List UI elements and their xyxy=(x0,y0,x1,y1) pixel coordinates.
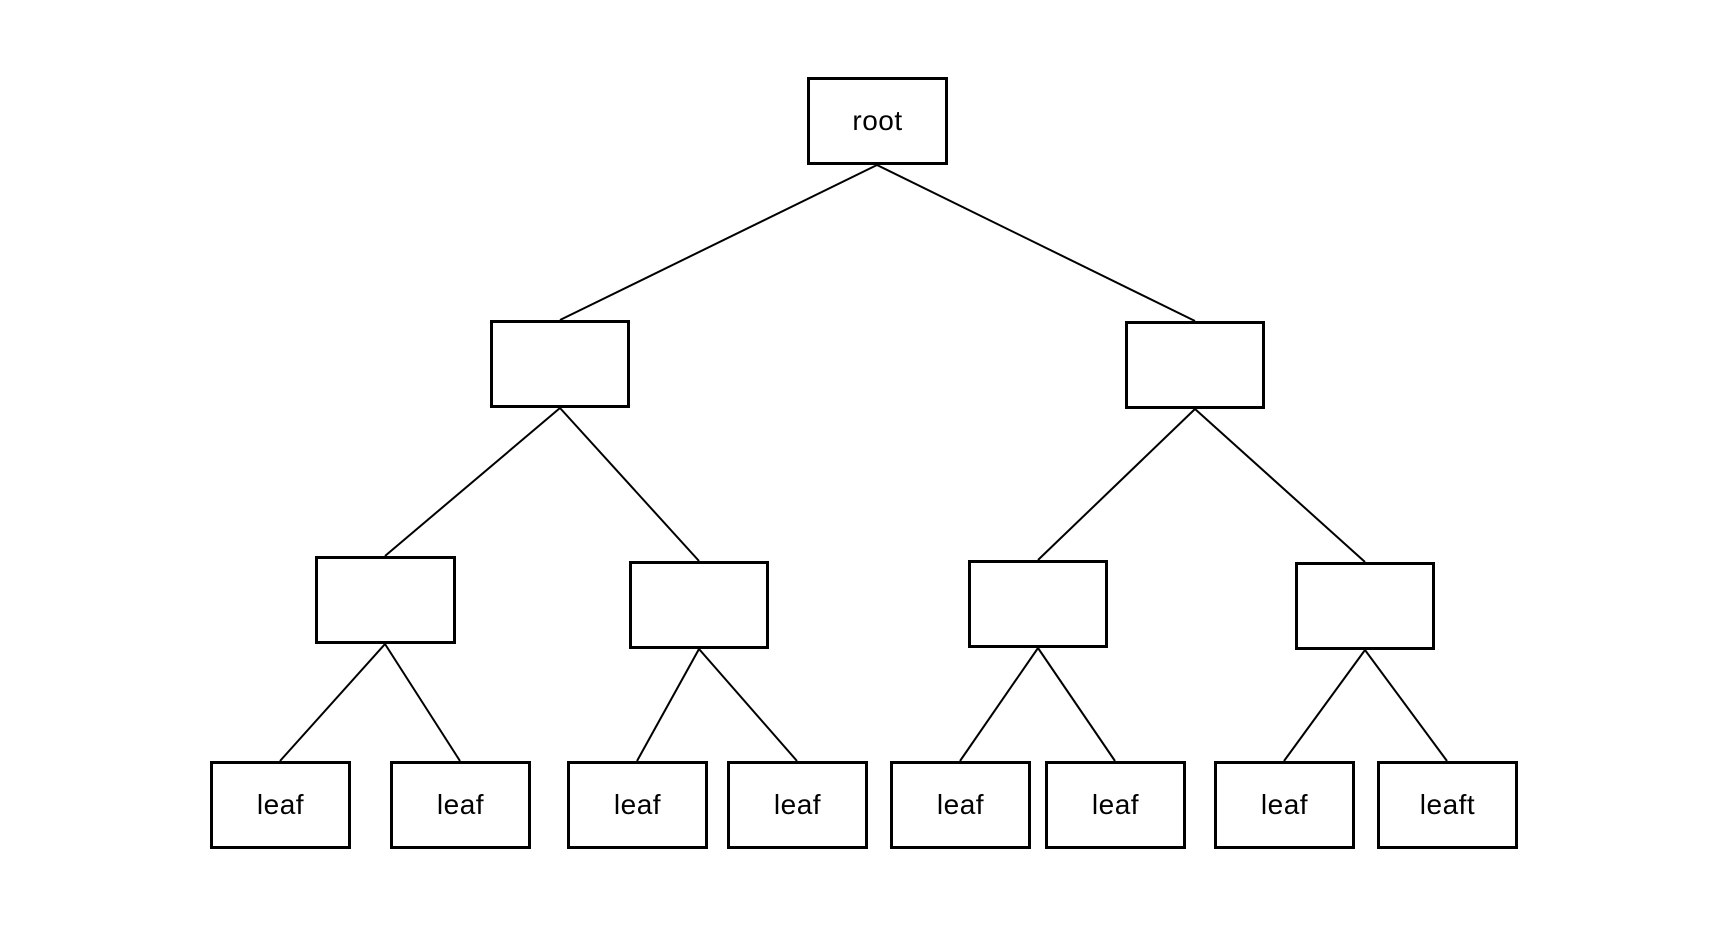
tree-node-internal-2 xyxy=(629,561,769,649)
tree-node-leaf-5: leaf xyxy=(890,761,1031,849)
tree-node-leaf-2: leaf xyxy=(390,761,531,849)
edge-node-4-to-leaf-8 xyxy=(1364,649,1448,762)
tree-node-branch-right xyxy=(1125,321,1265,409)
tree-node-leaf-4: leaf xyxy=(727,761,868,849)
tree-node-root: root xyxy=(807,77,948,165)
tree-node-leaf-8: leaft xyxy=(1377,761,1518,849)
edge-root-to-branch-left xyxy=(559,164,878,321)
edge-node-1-to-leaf-1 xyxy=(279,643,386,762)
tree-node-branch-left xyxy=(490,320,630,408)
tree-node-leaf-7: leaf xyxy=(1214,761,1355,849)
tree-node-internal-3 xyxy=(968,560,1108,648)
edge-branch-left-to-node-2 xyxy=(559,407,700,562)
edge-node-1-to-leaf-2 xyxy=(384,643,461,762)
edge-branch-right-to-node-4 xyxy=(1194,408,1366,563)
edge-branch-left-to-node-1 xyxy=(384,407,561,557)
edge-node-4-to-leaf-7 xyxy=(1283,649,1366,762)
edge-node-3-to-leaf-5 xyxy=(959,647,1039,762)
tree-node-leaf-6: leaf xyxy=(1045,761,1186,849)
tree-node-leaf-3: leaf xyxy=(567,761,708,849)
tree-node-internal-4 xyxy=(1295,562,1435,650)
edge-node-2-to-leaf-4 xyxy=(698,648,798,762)
edge-branch-right-to-node-3 xyxy=(1037,408,1196,561)
edge-node-2-to-leaf-3 xyxy=(636,648,700,762)
tree-node-internal-1 xyxy=(315,556,456,644)
edge-root-to-branch-right xyxy=(876,164,1196,322)
tree-node-leaf-1: leaf xyxy=(210,761,351,849)
edge-node-3-to-leaf-6 xyxy=(1037,647,1116,762)
